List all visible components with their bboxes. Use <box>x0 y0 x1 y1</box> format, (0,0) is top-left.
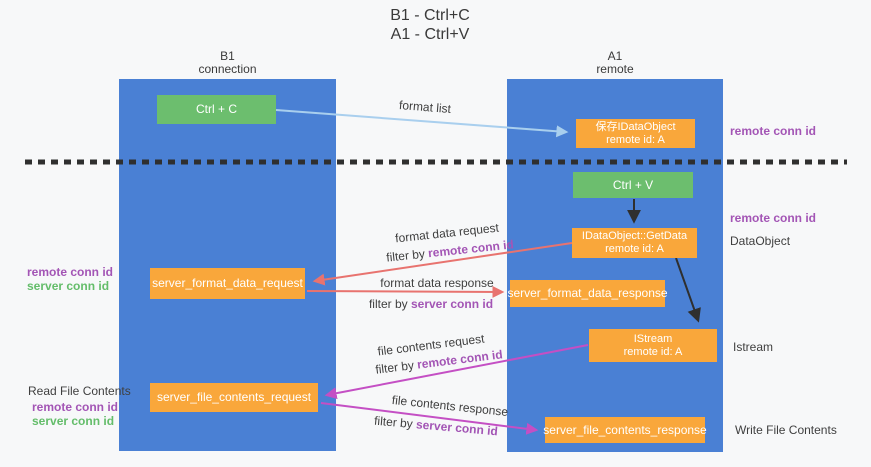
server-format-data-response-label: server_format_data_response <box>507 286 668 300</box>
filter-by-prefix: filter by <box>385 246 429 265</box>
istream-side-label: Istream <box>733 340 774 354</box>
remote-conn-id-label-mid: remote conn id <box>730 211 817 225</box>
diagram-title: B1 - Ctrl+C A1 - Ctrl+V <box>310 6 550 44</box>
save-idataobject-remote-id: remote id: A <box>606 133 665 146</box>
ctrl-v-box: Ctrl + V <box>573 172 693 198</box>
right-column-name: A1 <box>607 49 623 63</box>
right-column-header: A1 remote <box>507 50 723 76</box>
format-data-response-arrow <box>306 285 505 298</box>
dataobject-label: DataObject <box>730 234 791 248</box>
istream-label: IStream <box>633 332 673 345</box>
server-format-data-response-box: server_format_data_response <box>507 280 668 307</box>
getdata-label: IDataObject::GetData <box>581 230 688 242</box>
server-format-data-request-label: server_format_data_request <box>152 276 303 290</box>
filter-by-prefix: filter by <box>368 297 411 311</box>
filter-by-prefix: filter by <box>374 357 419 377</box>
server-conn-id-highlight: server conn id <box>415 417 499 439</box>
filter-by-server-conn-id-label-2: filter by server conn id <box>374 414 499 439</box>
ctrl-c-box: Ctrl + C <box>157 95 276 124</box>
save-idataobject-box: 保存IDataObject remote id: A <box>576 119 695 148</box>
right-column-subtitle: remote <box>596 62 634 76</box>
save-idataobject-label: 保存IDataObject <box>595 120 676 133</box>
left-column-name: B1 <box>220 49 235 63</box>
server-format-data-request-box: server_format_data_request <box>150 268 305 299</box>
server-conn-id-highlight: server conn id <box>410 297 494 311</box>
left-column-header: B1 connection <box>119 50 336 76</box>
server-file-contents-request-label: server_file_contents_request <box>156 390 312 404</box>
remote-conn-id-label-top: remote conn id <box>730 124 817 138</box>
server-conn-id-label: server conn id <box>32 414 115 428</box>
remote-conn-id-label: remote conn id <box>27 265 114 279</box>
server-file-contents-response-label: server_file_contents_response <box>543 422 707 437</box>
filter-by-prefix: filter by <box>373 413 417 432</box>
istream-remote-id: remote id: A <box>623 345 683 358</box>
ctrl-v-label: Ctrl + V <box>612 177 654 192</box>
file-contents-response-label: file contents response <box>391 392 509 420</box>
filter-by-server-conn-id-label-1: filter by server conn id <box>369 297 493 311</box>
remote-conn-id-highlight: remote conn id <box>427 237 515 261</box>
write-file-contents-label: Write File Contents <box>735 423 837 437</box>
remote-conn-id-label: remote conn id <box>32 400 119 414</box>
left-bottom-conn-ids: remote conn id server conn id <box>32 400 118 428</box>
format-list-label: format list <box>398 97 452 117</box>
left-column-subtitle: connection <box>198 62 257 76</box>
idataobject-getdata-box: IDataObject::GetData remote id: A <box>572 228 697 258</box>
left-mid-conn-ids: remote conn id server conn id <box>27 265 113 293</box>
server-file-contents-request-box: server_file_contents_request <box>150 383 318 412</box>
server-file-contents-response-box: server_file_contents_response <box>543 417 707 443</box>
title-line-1: B1 - Ctrl+C <box>390 7 470 24</box>
read-file-contents-label: Read File Contents <box>28 384 131 398</box>
getdata-remote-id: remote id: A <box>605 243 664 255</box>
istream-box: IStream remote id: A <box>589 329 717 362</box>
format-data-response-label: format data response <box>380 276 494 290</box>
title-line-2: A1 - Ctrl+V <box>390 26 470 43</box>
server-conn-id-label: server conn id <box>27 279 110 293</box>
ctrl-c-label: Ctrl + C <box>195 102 237 116</box>
